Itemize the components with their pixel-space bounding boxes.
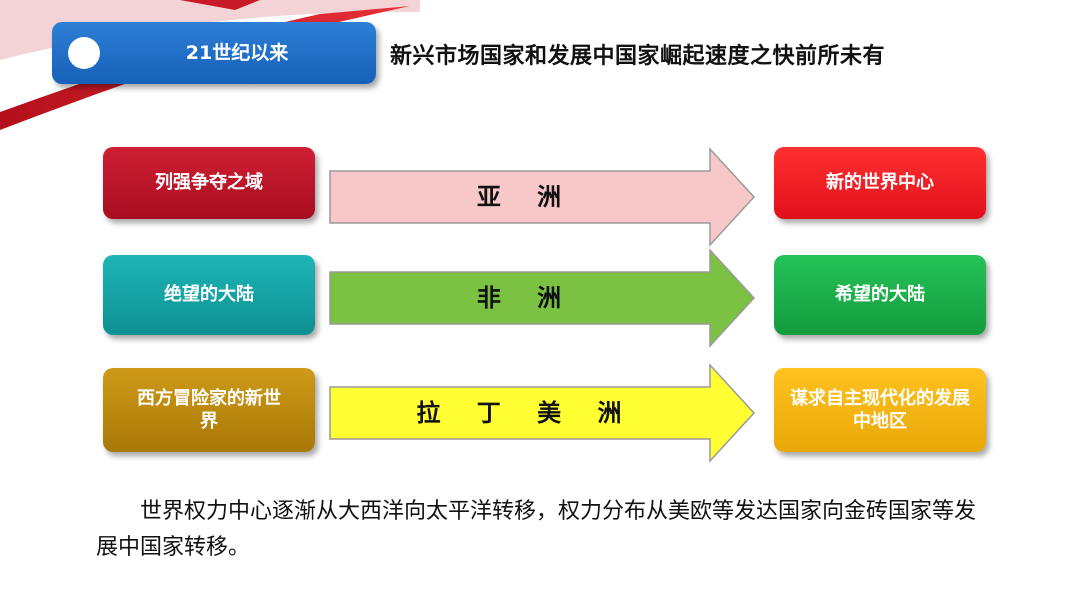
header-tab: 21世纪以来 — [52, 22, 376, 84]
footer-text: 世界权力中心逐渐从大西洋向太平洋转移，权力分布从美欧等发达国家向金砖国家等发展中… — [96, 499, 977, 560]
from-box-latin-america: 西方冒险家的新世界 — [103, 368, 315, 452]
region-label-asia: 亚 洲 — [476, 183, 576, 211]
from-label-latin-america: 西方冒险家的新世界 — [137, 387, 281, 432]
arrow-shape-latin-america — [329, 363, 756, 463]
to-box-asia: 新的世界中心 — [774, 147, 986, 219]
arrow-shape-africa — [329, 248, 756, 348]
to-label-asia: 新的世界中心 — [826, 172, 934, 194]
to-label-africa: 希望的大陆 — [835, 284, 925, 306]
header-tab-label: 21世纪以来 — [185, 42, 289, 64]
arrow-africa: 非 洲 — [326, 247, 758, 349]
from-box-asia: 列强争夺之域 — [103, 147, 315, 219]
to-box-africa: 希望的大陆 — [774, 255, 986, 335]
page-title: 新兴市场国家和发展中国家崛起速度之快前所未有 — [390, 44, 886, 69]
arrow-latin-america: 拉 丁 美 洲 — [326, 362, 758, 464]
circle-icon — [68, 37, 100, 69]
region-label-latin-america: 拉 丁 美 洲 — [416, 399, 636, 427]
from-label-africa: 绝望的大陆 — [164, 284, 254, 306]
from-label-asia: 列强争夺之域 — [155, 172, 263, 194]
arrow-asia: 亚 洲 — [326, 146, 758, 248]
to-box-latin-america: 谋求自主现代化的发展中地区 — [774, 368, 986, 452]
region-label-africa: 非 洲 — [476, 284, 576, 312]
from-box-africa: 绝望的大陆 — [103, 255, 315, 335]
to-label-latin-america: 谋求自主现代化的发展中地区 — [790, 387, 970, 432]
arrow-shape-asia — [329, 147, 756, 247]
